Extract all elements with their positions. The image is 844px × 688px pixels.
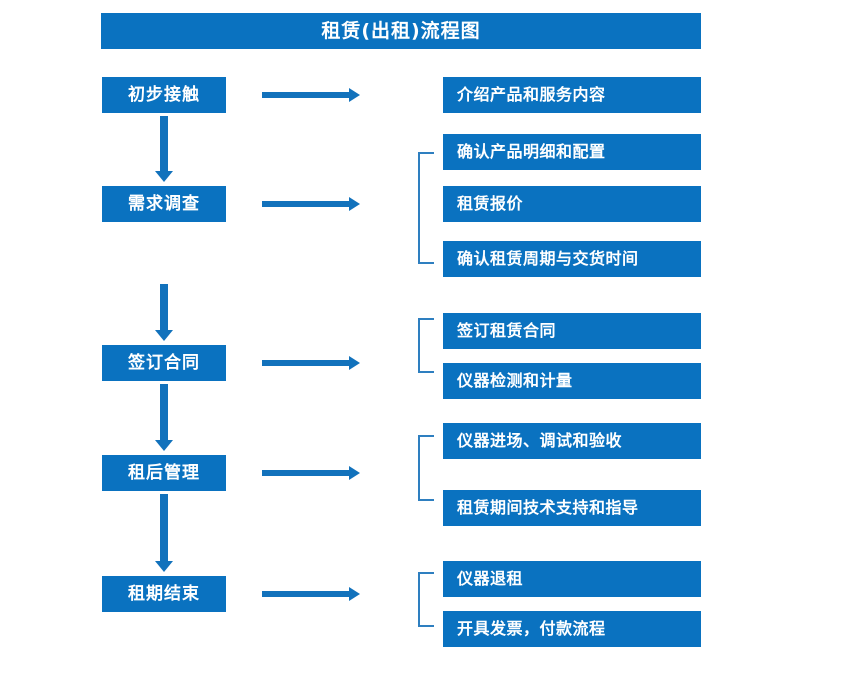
group-bracket-post-rental bbox=[418, 435, 434, 501]
vertical-arrow-icon-stage4-to-stage5 bbox=[155, 494, 173, 572]
vertical-arrow-icon-stage2-to-stage3 bbox=[155, 284, 173, 341]
detail-box-instrument-return[interactable]: 仪器退租 bbox=[443, 561, 701, 597]
stage-box-needs-survey[interactable]: 需求调查 bbox=[102, 186, 226, 222]
stage-box-initial-contact[interactable]: 初步接触 bbox=[102, 77, 226, 113]
group-bracket-sign-contract bbox=[418, 318, 434, 373]
detail-box-technical-support[interactable]: 租赁期间技术支持和指导 bbox=[443, 490, 701, 526]
stage-box-post-rental-management[interactable]: 租后管理 bbox=[102, 455, 226, 491]
horizontal-arrow-icon-stage4 bbox=[262, 466, 360, 480]
group-bracket-rental-end bbox=[418, 572, 434, 627]
detail-box-confirm-product-details[interactable]: 确认产品明细和配置 bbox=[443, 134, 701, 170]
detail-box-instrument-inspection[interactable]: 仪器检测和计量 bbox=[443, 363, 701, 399]
horizontal-arrow-icon-stage3 bbox=[262, 356, 360, 370]
stage-box-sign-contract[interactable]: 签订合同 bbox=[102, 345, 226, 381]
vertical-arrow-icon-stage1-to-stage2 bbox=[155, 116, 173, 182]
detail-box-rental-quotation[interactable]: 租赁报价 bbox=[443, 186, 701, 222]
horizontal-arrow-icon-stage2 bbox=[262, 197, 360, 211]
page-title: 租赁(出租)流程图 bbox=[101, 13, 701, 49]
detail-box-instrument-installation[interactable]: 仪器进场、调试和验收 bbox=[443, 423, 701, 459]
horizontal-arrow-icon-stage5 bbox=[262, 587, 360, 601]
horizontal-arrow-icon-stage1 bbox=[262, 88, 360, 102]
detail-box-sign-rental-contract[interactable]: 签订租赁合同 bbox=[443, 313, 701, 349]
vertical-arrow-icon-stage3-to-stage4 bbox=[155, 384, 173, 451]
group-bracket-needs-survey bbox=[418, 152, 434, 264]
stage-box-rental-end[interactable]: 租期结束 bbox=[102, 576, 226, 612]
detail-box-invoice-payment[interactable]: 开具发票，付款流程 bbox=[443, 611, 701, 647]
detail-box-introduce-products[interactable]: 介绍产品和服务内容 bbox=[443, 77, 701, 113]
detail-box-confirm-rental-period[interactable]: 确认租赁周期与交货时间 bbox=[443, 241, 701, 277]
